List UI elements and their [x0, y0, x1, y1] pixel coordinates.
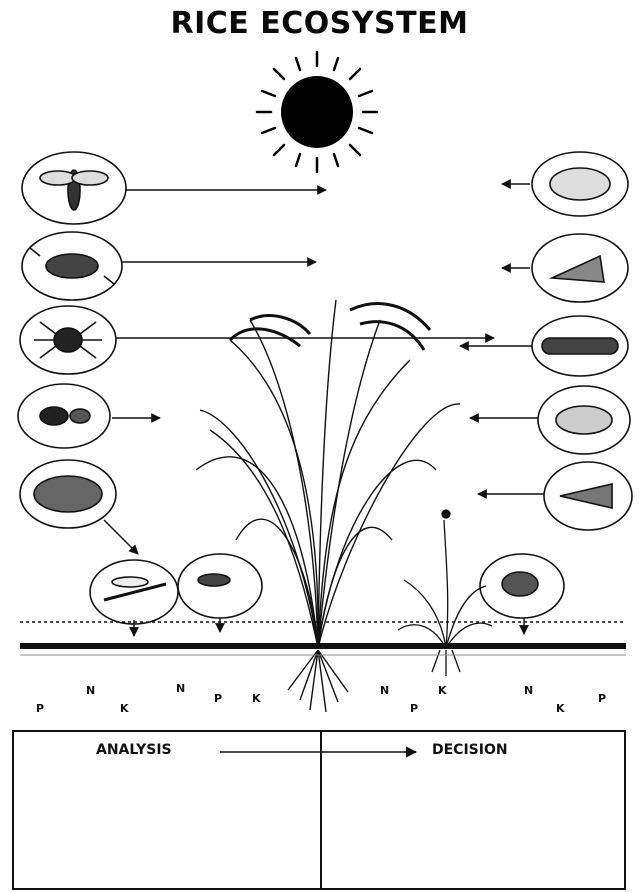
sun-icon: [257, 52, 377, 172]
nutrient-label: K: [556, 702, 565, 715]
nutrient-label: K: [438, 684, 447, 697]
nutrient-label: P: [214, 692, 222, 705]
nutrient-label: P: [36, 702, 44, 715]
damselfly-icon: [90, 560, 178, 624]
weed-plant: [398, 510, 492, 676]
analysis-decision-box: ANALYSIS DECISION: [12, 730, 626, 890]
nutrient-label: N: [176, 682, 185, 695]
bug-icon: [20, 460, 116, 528]
stinkbug-icon: [532, 152, 628, 216]
leafhopper-icon: [480, 554, 564, 618]
spider-icon: [20, 306, 116, 374]
nutrient-label: P: [598, 692, 606, 705]
analysis-to-decision-arrow: [14, 732, 628, 772]
rice-plant: [196, 300, 460, 712]
soil-line: [20, 643, 626, 649]
moth-icon: [532, 234, 628, 302]
wasp-icon: [22, 152, 126, 224]
ecosystem-diagram: P N K N P K N P K N K P: [0, 0, 639, 730]
nutrient-label: P: [410, 702, 418, 715]
grasshopper-icon: [178, 554, 262, 618]
nutrient-label: K: [252, 692, 261, 705]
nutrient-labels: P N K N P K N P K N K P: [36, 682, 606, 715]
planthopper-icon: [538, 386, 630, 454]
cricket-icon: [22, 232, 122, 300]
nutrient-label: K: [120, 702, 129, 715]
nutrient-label: N: [524, 684, 533, 697]
fly-icon: [544, 462, 632, 530]
beetle-icon: [18, 384, 110, 448]
nutrient-label: N: [86, 684, 95, 697]
caterpillar-icon: [532, 316, 628, 376]
nutrient-label: N: [380, 684, 389, 697]
